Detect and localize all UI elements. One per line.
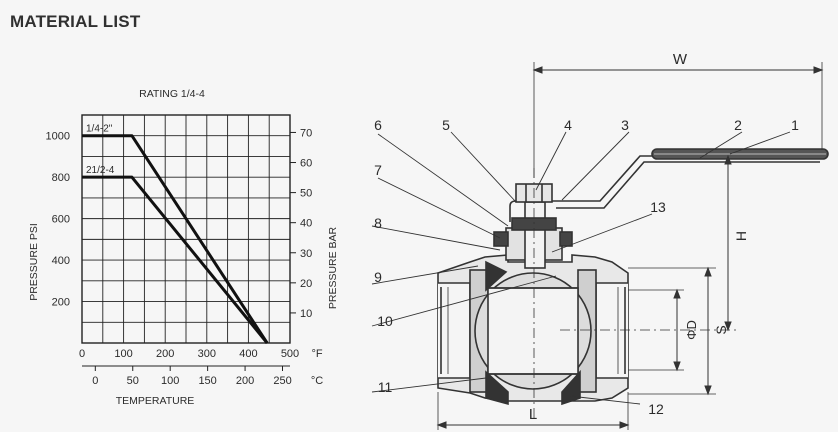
- leader-6: [377, 133, 509, 227]
- dimension-labels: W H S ΦD L: [529, 51, 749, 423]
- dimension-lines: [436, 62, 824, 430]
- w-label: W: [673, 51, 688, 68]
- y-tick-label: 400: [52, 255, 70, 267]
- y2-tick-label: 40: [300, 218, 312, 230]
- y-tick-label: 200: [52, 297, 70, 309]
- part-number: 1: [791, 117, 799, 133]
- part-number: 13: [650, 199, 666, 215]
- y2-tick-label: 30: [300, 248, 312, 260]
- part-number: 6: [374, 117, 382, 133]
- x-tick-label: 300: [198, 348, 216, 360]
- page-title: MATERIAL LIST: [10, 12, 141, 31]
- part-number: 5: [442, 117, 450, 133]
- x-tick-label: 400: [239, 348, 257, 360]
- series-line: [82, 175, 269, 344]
- pressure-temperature-chart: RATING 1/4-4 1/4-2"21/2-4 20040060080010…: [28, 88, 339, 407]
- leader-13: [551, 213, 653, 253]
- part-number: 3: [621, 117, 629, 133]
- x-unit-label: °F: [311, 348, 322, 360]
- part-number: 7: [374, 162, 382, 178]
- y2-axis-label: PRESSURE BAR: [327, 226, 339, 309]
- y2-tick-label: 20: [300, 278, 312, 290]
- x2-tick-label: 200: [236, 375, 254, 387]
- leader-2: [699, 131, 743, 159]
- part-number: 12: [648, 401, 664, 417]
- y-tick-label: 1000: [46, 131, 70, 143]
- x-tick-label: 500: [281, 348, 299, 360]
- chart-grid: [82, 115, 290, 343]
- leader-4: [535, 131, 567, 191]
- stem: [524, 201, 546, 269]
- x2-tick-label: 250: [273, 375, 291, 387]
- l-label: L: [529, 406, 537, 423]
- series-line: [82, 134, 269, 344]
- y2-tick-label: 60: [300, 158, 312, 170]
- x2-tick-label: 0: [92, 375, 98, 387]
- packing-right: [559, 231, 573, 247]
- part-number: 8: [374, 215, 382, 231]
- chart-series: 1/4-2" 21/2-4: [82, 124, 269, 344]
- lower-seat-left: [485, 370, 509, 406]
- leader-8: [371, 225, 501, 251]
- y2-tick-label: 70: [300, 127, 312, 139]
- part-number: 9: [374, 269, 382, 285]
- series-label: 1/4-2": [86, 124, 113, 135]
- y2-tick-label: 10: [300, 308, 312, 320]
- part-numbers: 1 2 3 4 5 6 7 8 9 10 11 12 13: [374, 117, 799, 417]
- leader-9: [371, 265, 479, 285]
- ball-valve-drawing: [437, 148, 829, 406]
- leader-11: [371, 377, 487, 393]
- x2-tick-label: 50: [127, 375, 139, 387]
- x2-tick-label: 150: [198, 375, 216, 387]
- leader-7: [377, 177, 501, 239]
- part-number: 11: [378, 379, 393, 395]
- x2-unit-label: °C: [311, 375, 323, 387]
- d-label: ΦD: [684, 320, 699, 340]
- x2-tick-label: 100: [161, 375, 179, 387]
- right-port: [595, 282, 628, 379]
- y-tick-label: 600: [52, 214, 70, 226]
- part-number: 10: [377, 313, 393, 329]
- x-tick-label: 0: [79, 348, 85, 360]
- left-port: [438, 282, 471, 379]
- y-tick-label: 800: [52, 172, 70, 184]
- x-tick-label: 200: [156, 348, 174, 360]
- plot-frame: [81, 114, 291, 344]
- ball-bore: [487, 287, 579, 375]
- leader-1: [729, 131, 791, 155]
- part-number: 4: [564, 117, 572, 133]
- s-label: S: [713, 325, 729, 334]
- y-axis-label: PRESSURE PSI: [28, 223, 40, 301]
- part-callouts: [371, 131, 791, 405]
- series-label: 21/2-4: [86, 165, 115, 176]
- lower-seat-right: [561, 369, 581, 406]
- leader-10: [371, 275, 557, 327]
- leader-5: [450, 131, 517, 203]
- y2-tick-label: 50: [300, 188, 312, 200]
- packing-left: [493, 231, 509, 247]
- x-axis-label: TEMPERATURE: [116, 395, 195, 407]
- leader-3: [561, 131, 630, 201]
- h-label: H: [733, 231, 749, 241]
- x-tick-label: 100: [114, 348, 132, 360]
- leader-12: [569, 395, 641, 405]
- chart-title: RATING 1/4-4: [139, 88, 205, 100]
- part-number: 2: [734, 117, 742, 133]
